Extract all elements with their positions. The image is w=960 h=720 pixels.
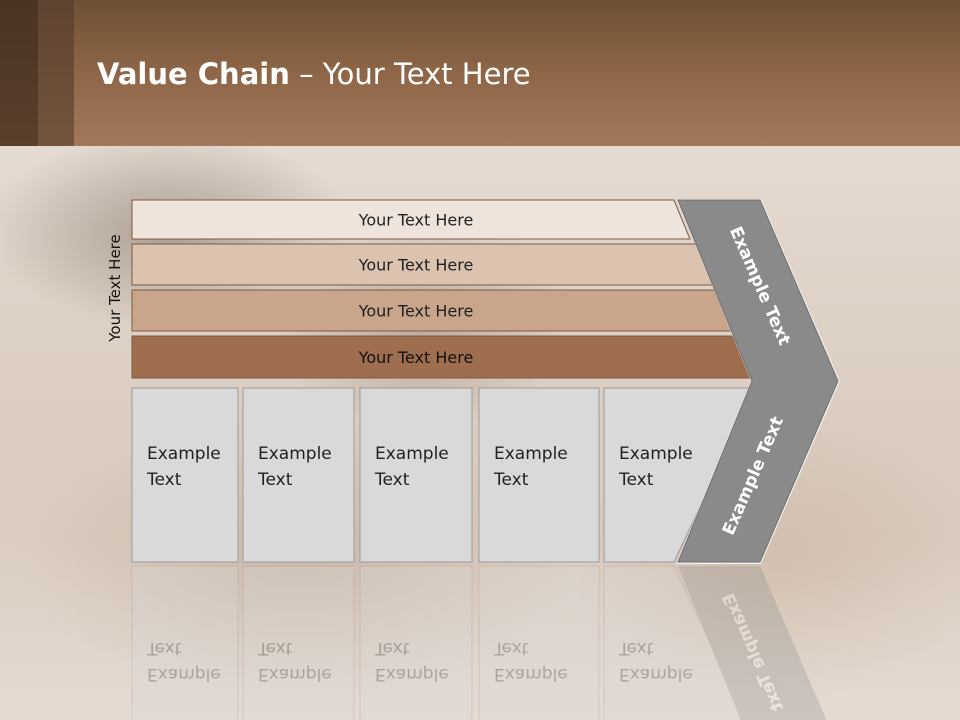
reflection-box-2-line1: Example [258, 664, 332, 684]
reflection-box-2 [242, 565, 355, 720]
box-1-line1: Example [147, 444, 221, 464]
box-5-line2: Text [618, 470, 654, 490]
reflection-box-2-line2: Text [257, 638, 293, 658]
box-2-line2: Text [257, 470, 293, 490]
bar-1 [131, 199, 691, 240]
reflection-box-3-line1: Example [375, 664, 449, 684]
box-2 [242, 387, 355, 563]
box-4 [478, 387, 600, 563]
reflection-box-4 [478, 565, 600, 720]
bar-label-2: Your Text Here [358, 256, 474, 275]
reflection-box-1-line2: Text [146, 638, 182, 658]
bar-label-4: Your Text Here [358, 348, 474, 367]
slide-title: Value Chain – Your Text Here [97, 52, 531, 96]
box-4-line1: Example [494, 444, 568, 464]
box-3 [359, 387, 473, 563]
title-bold: Value Chain [97, 57, 290, 91]
box-2-line1: Example [258, 444, 332, 464]
reflection-box-5 [603, 565, 748, 720]
header-accent-mid [38, 0, 74, 146]
box-5-line1: Example [619, 444, 693, 464]
reflection-chevron [678, 566, 827, 720]
chevron-arrow [677, 199, 839, 563]
header-accent-dark [0, 0, 38, 146]
box-3-line2: Text [374, 470, 410, 490]
reflection-box-3-line2: Text [374, 638, 410, 658]
reflection-box-1-line1: Example [147, 664, 221, 684]
reflection-box-4-line2: Text [493, 638, 529, 658]
bar-label-3: Your Text Here [358, 302, 474, 321]
box-1-line2: Text [146, 470, 182, 490]
box-4-line2: Text [493, 470, 529, 490]
bar-label-1: Your Text Here [358, 211, 474, 230]
header-band: Value Chain – Your Text Here [0, 0, 960, 146]
reflection-box-5-line1: Example [619, 664, 693, 684]
box-1 [131, 387, 239, 563]
box-3-line1: Example [375, 444, 449, 464]
title-rest: – Your Text Here [289, 57, 531, 91]
reflection-box-5-line2: Text [618, 638, 654, 658]
box-5 [603, 387, 757, 563]
reflection-box-1 [131, 565, 239, 720]
reflection-box-3 [359, 565, 473, 720]
reflection-box-4-line1: Example [494, 664, 568, 684]
